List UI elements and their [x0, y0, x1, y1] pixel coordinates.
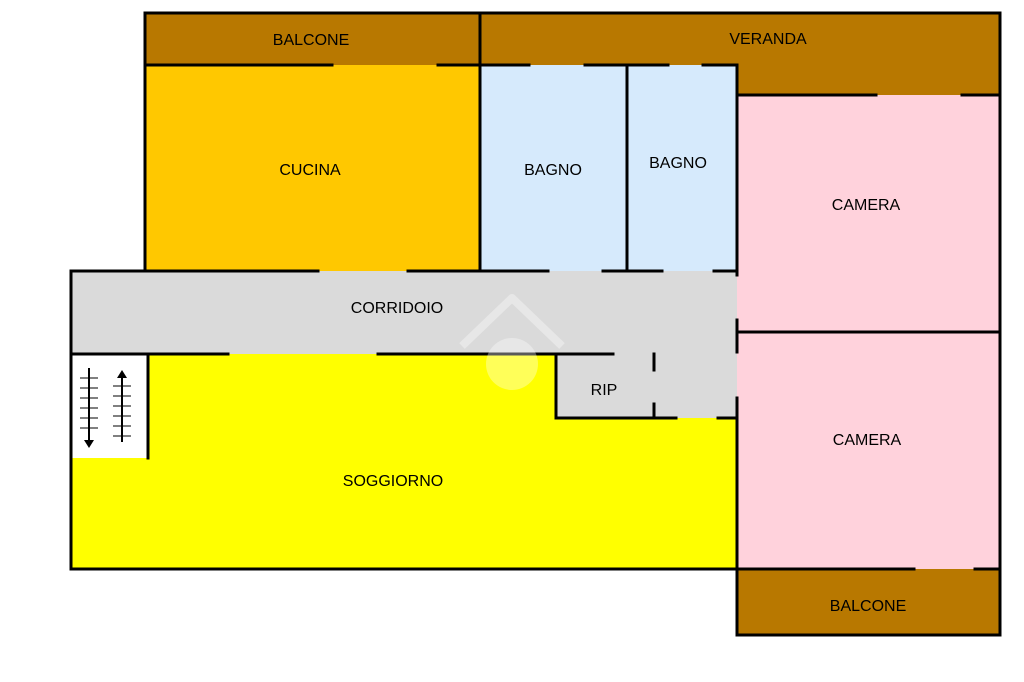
cucina-label: CUCINA — [279, 162, 341, 179]
corridoio-area — [71, 271, 737, 354]
balcone-bottom-label: BALCONE — [830, 598, 906, 615]
balcone-bottom-area — [737, 569, 1000, 635]
bagno-1-label: BAGNO — [524, 162, 582, 179]
balcone-top-label: BALCONE — [273, 32, 349, 49]
veranda-label: VERANDA — [729, 31, 807, 48]
bagno-2-area — [627, 65, 737, 271]
stairs-icon — [80, 368, 131, 448]
camera-top-area — [737, 95, 1000, 332]
corridoio-extension — [654, 352, 737, 418]
rip-area — [556, 354, 654, 418]
walls — [69, 11, 1002, 637]
veranda-extension — [737, 63, 1000, 95]
corridoio-label: CORRIDOIO — [351, 300, 443, 317]
balcone-top-area — [145, 13, 480, 65]
bagno-1-area — [480, 65, 627, 271]
camera-bottom-area — [737, 332, 1000, 569]
bagno-2-label: BAGNO — [649, 155, 707, 172]
camera-top-label: CAMERA — [832, 197, 901, 214]
rip-label: RIP — [591, 382, 618, 399]
stairs-area — [71, 354, 148, 458]
camera-bottom-label: CAMERA — [833, 432, 902, 449]
soggiorno-label: SOGGIORNO — [343, 473, 443, 490]
veranda-area — [480, 13, 1000, 65]
cucina-area — [145, 65, 480, 271]
soggiorno-area — [71, 354, 737, 569]
house-watermark-icon — [459, 294, 565, 390]
